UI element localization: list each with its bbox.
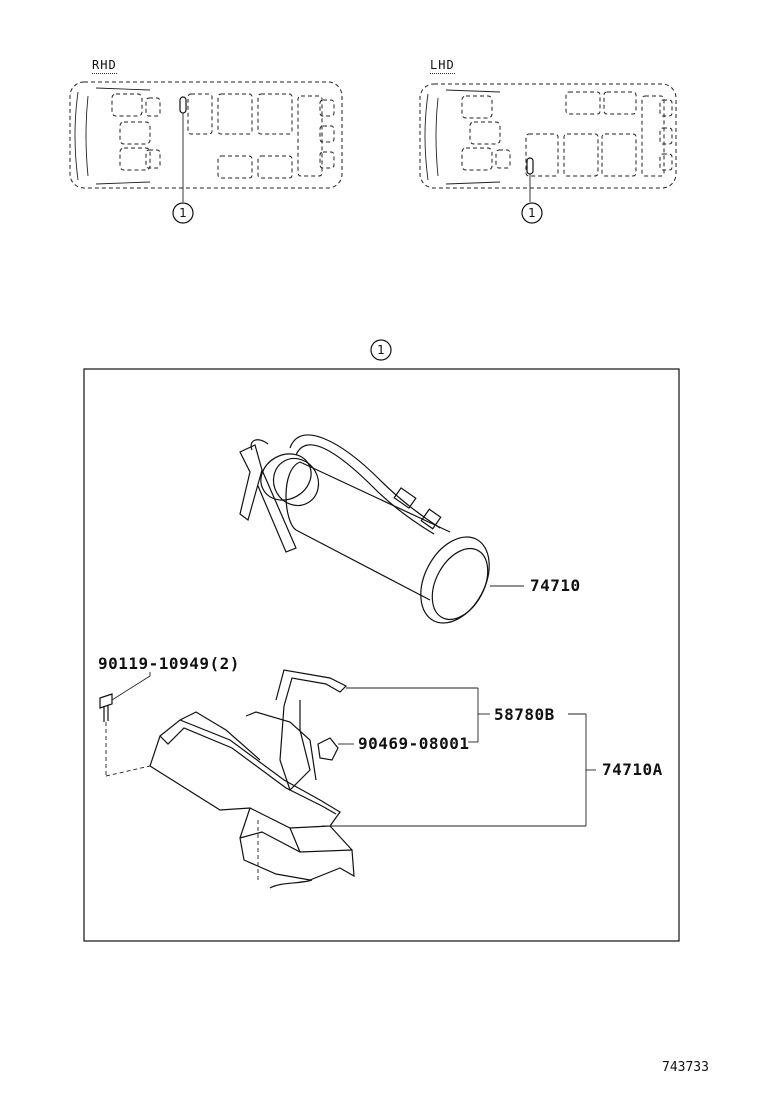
clip-part-number[interactable]: 90469-08001 [358,734,470,753]
figure-number: 743733 [662,1060,709,1075]
section-callout-circle [370,339,392,361]
rhd-van-view [69,81,343,202]
detail-frame [83,368,680,942]
section-callout-number: 1 [377,343,385,357]
rhd-view-label: RHD [92,58,117,74]
lhd-callout-number: 1 [528,206,536,220]
rhd-callout-circle [172,202,194,224]
extinguisher-drawing [239,434,524,624]
lhd-view-label: LHD [430,58,455,74]
bolt-part-number[interactable]: 90119-10949(2) [98,654,240,673]
lhd-van-view [419,83,677,202]
lhd-extinguisher-marker [526,157,534,175]
bracket-drawing [99,669,596,889]
rhd-extinguisher-marker [179,96,187,114]
extinguisher-part-number[interactable]: 74710 [530,576,581,595]
lhd-callout-circle [521,202,543,224]
bracket-part-number[interactable]: 58780B [494,705,555,724]
assembly-part-number[interactable]: 74710A [602,760,663,779]
rhd-callout-number: 1 [179,206,187,220]
